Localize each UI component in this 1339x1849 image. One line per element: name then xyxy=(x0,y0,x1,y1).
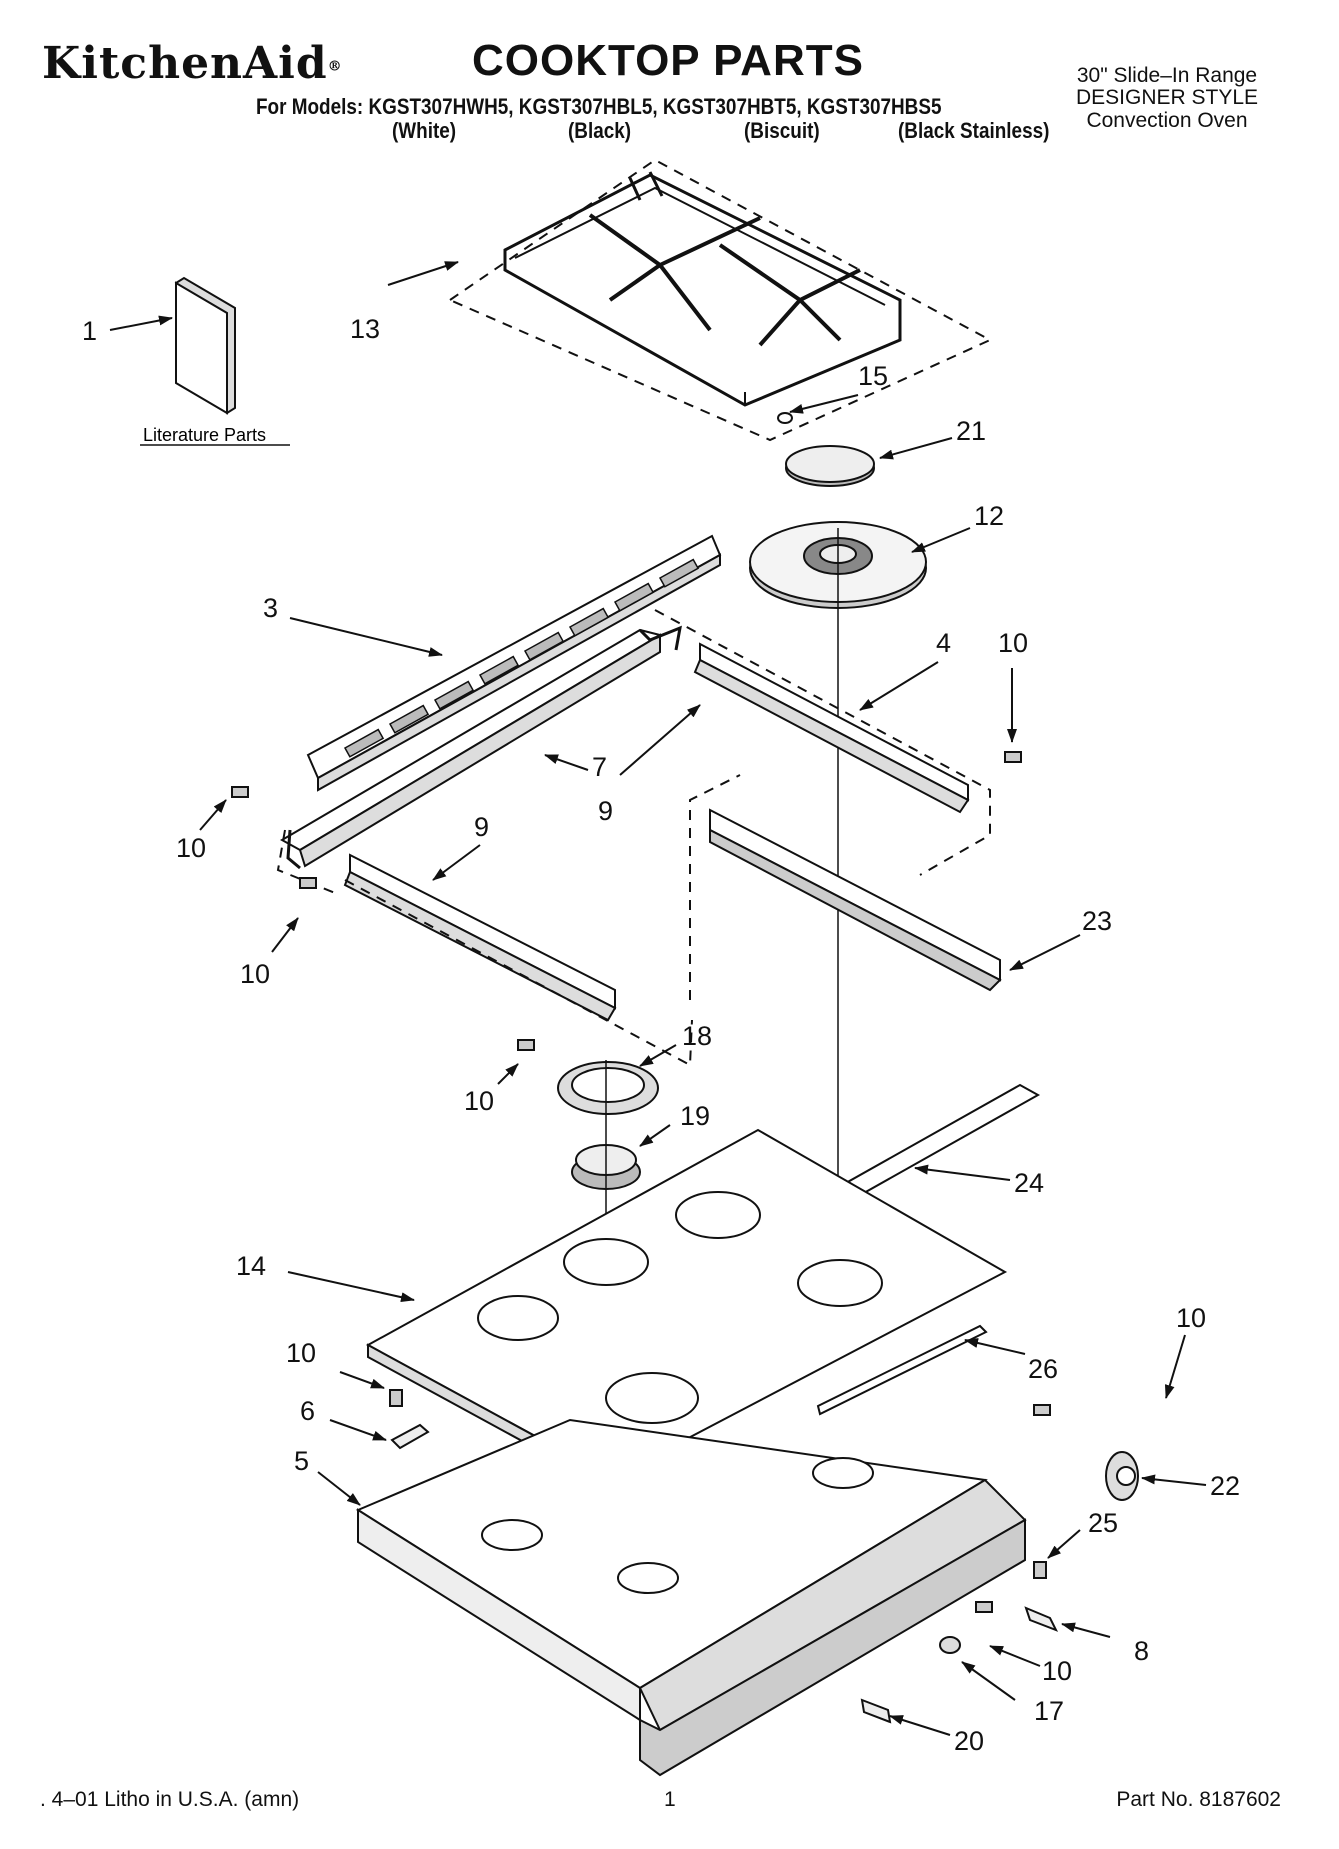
page-number: 1 xyxy=(664,1788,676,1811)
igniter-part-17 xyxy=(939,1636,961,1654)
literature-part-1 xyxy=(140,276,290,446)
callout-3: 3 xyxy=(263,593,278,623)
sensor-part-22 xyxy=(1105,1451,1139,1501)
callout-10-g: 10 xyxy=(1042,1656,1072,1686)
callout-26: 26 xyxy=(1028,1354,1058,1384)
callout-12: 12 xyxy=(974,501,1004,531)
rear-rail-part-7 xyxy=(276,609,991,896)
callout-10-c: 10 xyxy=(240,959,270,989)
leader-arrows xyxy=(109,261,1207,1736)
brand-logo: KitchenAid® xyxy=(42,38,343,89)
screws xyxy=(231,751,1051,1613)
callout-17: 17 xyxy=(1034,1696,1064,1726)
clip-part-20 xyxy=(860,1698,892,1724)
brand-name: KitchenAid xyxy=(42,38,328,89)
callout-24: 24 xyxy=(1014,1168,1044,1198)
callout-25: 25 xyxy=(1088,1508,1118,1538)
bracket-part-6 xyxy=(390,1423,430,1450)
vent-grille-part-3 xyxy=(306,534,722,792)
callout-10-f: 10 xyxy=(1176,1303,1206,1333)
strip-part-26 xyxy=(816,1324,988,1416)
design-style: DESIGNER STYLE xyxy=(1075,86,1259,109)
callout-10-b: 10 xyxy=(176,833,206,863)
color-biscuit: (Biscuit) xyxy=(744,118,820,143)
litho-note: . 4–01 Litho in U.S.A. (amn) xyxy=(40,1788,300,1811)
part-number: Part No. 8187602 xyxy=(1116,1788,1281,1811)
callout-13: 13 xyxy=(350,314,380,344)
callout-22: 22 xyxy=(1210,1471,1240,1501)
page-title: COOKTOP PARTS xyxy=(472,36,864,85)
bracket-part-4 xyxy=(693,642,970,814)
callout-18: 18 xyxy=(682,1021,712,1051)
callout-1: 1 xyxy=(82,316,97,346)
callout-15: 15 xyxy=(858,361,888,391)
callout-21: 21 xyxy=(956,416,986,446)
callout-7: 7 xyxy=(592,752,607,782)
models-line: For Models: KGST307HWH5, KGST307HBL5, KG… xyxy=(256,94,942,119)
callout-23: 23 xyxy=(1082,906,1112,936)
burner-cap-part-21 xyxy=(785,445,875,487)
callout-6: 6 xyxy=(300,1396,315,1426)
color-black: (Black) xyxy=(568,118,632,143)
callout-4: 4 xyxy=(936,628,951,658)
callout-9-a: 9 xyxy=(598,796,613,826)
callout-10-a: 10 xyxy=(998,628,1028,658)
literature-parts-label: Literature Parts xyxy=(143,425,266,445)
bracket-part-9-left xyxy=(343,774,741,1067)
color-black-stainless: (Black Stainless) xyxy=(898,118,1050,143)
callout-numbers: 1 13 15 21 12 3 4 10 7 9 10 9 23 10 18 1… xyxy=(82,314,1240,1756)
callout-19: 19 xyxy=(680,1101,710,1131)
burner-base-part-18 xyxy=(557,1061,659,1115)
grate-part-13 xyxy=(447,158,993,442)
registered-mark: ® xyxy=(327,58,343,75)
callout-10-d: 10 xyxy=(464,1086,494,1116)
callout-10-e: 10 xyxy=(286,1338,316,1368)
oven-type: Convection Oven xyxy=(1086,109,1248,132)
callout-20: 20 xyxy=(954,1726,984,1756)
burner-head-part-12 xyxy=(749,521,927,1320)
callout-14: 14 xyxy=(236,1251,266,1281)
trim-part-23 xyxy=(709,808,1002,992)
callout-9-b: 9 xyxy=(474,812,489,842)
callout-5: 5 xyxy=(294,1446,309,1476)
clip-part-8 xyxy=(1024,1606,1059,1632)
range-size: 30" Slide–In Range xyxy=(1076,64,1258,87)
base-pan-part-5 xyxy=(355,1418,1027,1777)
callout-8: 8 xyxy=(1134,1636,1149,1666)
color-white: (White) xyxy=(392,118,457,143)
